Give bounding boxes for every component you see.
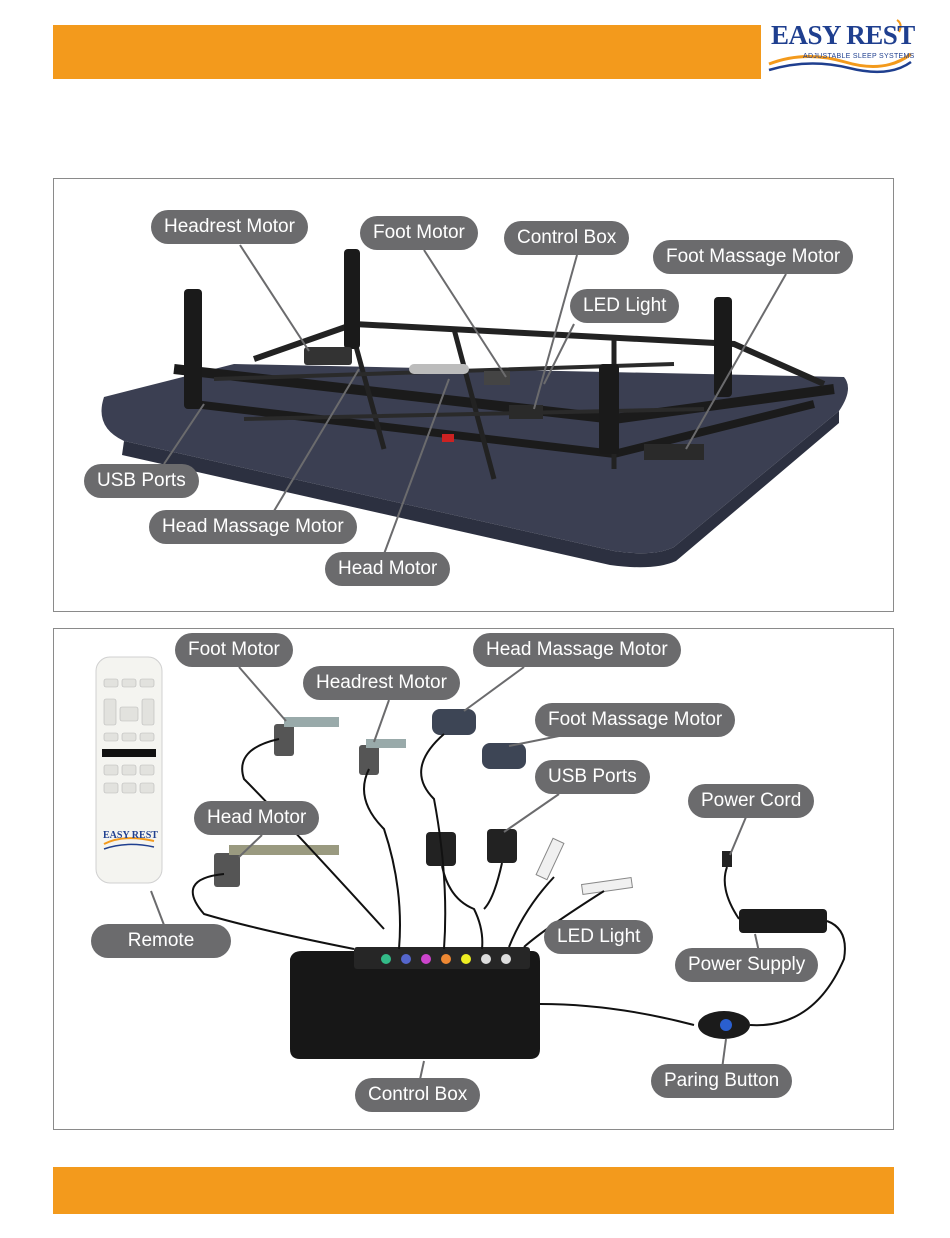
callout-usb-ports: USB Ports [84,464,199,498]
callout-head-motor: Head Motor [325,552,451,586]
callout-led-light: LED Light [570,289,680,323]
parts-illustration [95,656,846,1085]
callout-foot-massage-motor: Foot Massage Motor [653,240,854,274]
callout-headrest-motor: Headrest Motor [151,210,308,244]
callout-led-light: LED Light [544,920,654,954]
brand-name: EASY REST [771,20,915,50]
callout-foot-motor: Foot Motor [175,633,293,667]
callout-foot-motor: Foot Motor [360,216,478,250]
callout-head-motor: Head Motor [194,801,320,835]
callout-head-massage-motor: Head Massage Motor [149,510,357,544]
parts-diagram-panel: Foot Motor Headrest Motor Head Massage M… [53,628,894,1130]
callout-control-box: Control Box [504,221,630,255]
frame-diagram-panel: Headrest Motor Foot Motor Control Box Fo… [53,178,894,612]
callout-paring-button: Paring Button [651,1064,793,1098]
callout-power-cord: Power Cord [688,784,815,818]
footer-bar [53,1167,894,1214]
callout-head-massage-motor: Head Massage Motor [473,633,681,667]
brand-tagline: ADJUSTABLE SLEEP SYSTEMS [803,53,915,60]
remote-brand-logo: EASY REST [103,830,158,841]
callout-power-supply: Power Supply [675,948,819,982]
callout-remote: Remote [91,924,231,958]
brand-logo: EASY REST ADJUSTABLE SLEEP SYSTEMS [765,14,915,82]
callout-usb-ports: USB Ports [535,760,650,794]
callout-control-box: Control Box [355,1078,481,1112]
callout-headrest-motor: Headrest Motor [303,666,460,700]
callout-foot-massage-motor: Foot Massage Motor [535,703,736,737]
header-bar [53,25,761,79]
bed-frame-illustration [101,244,848,568]
